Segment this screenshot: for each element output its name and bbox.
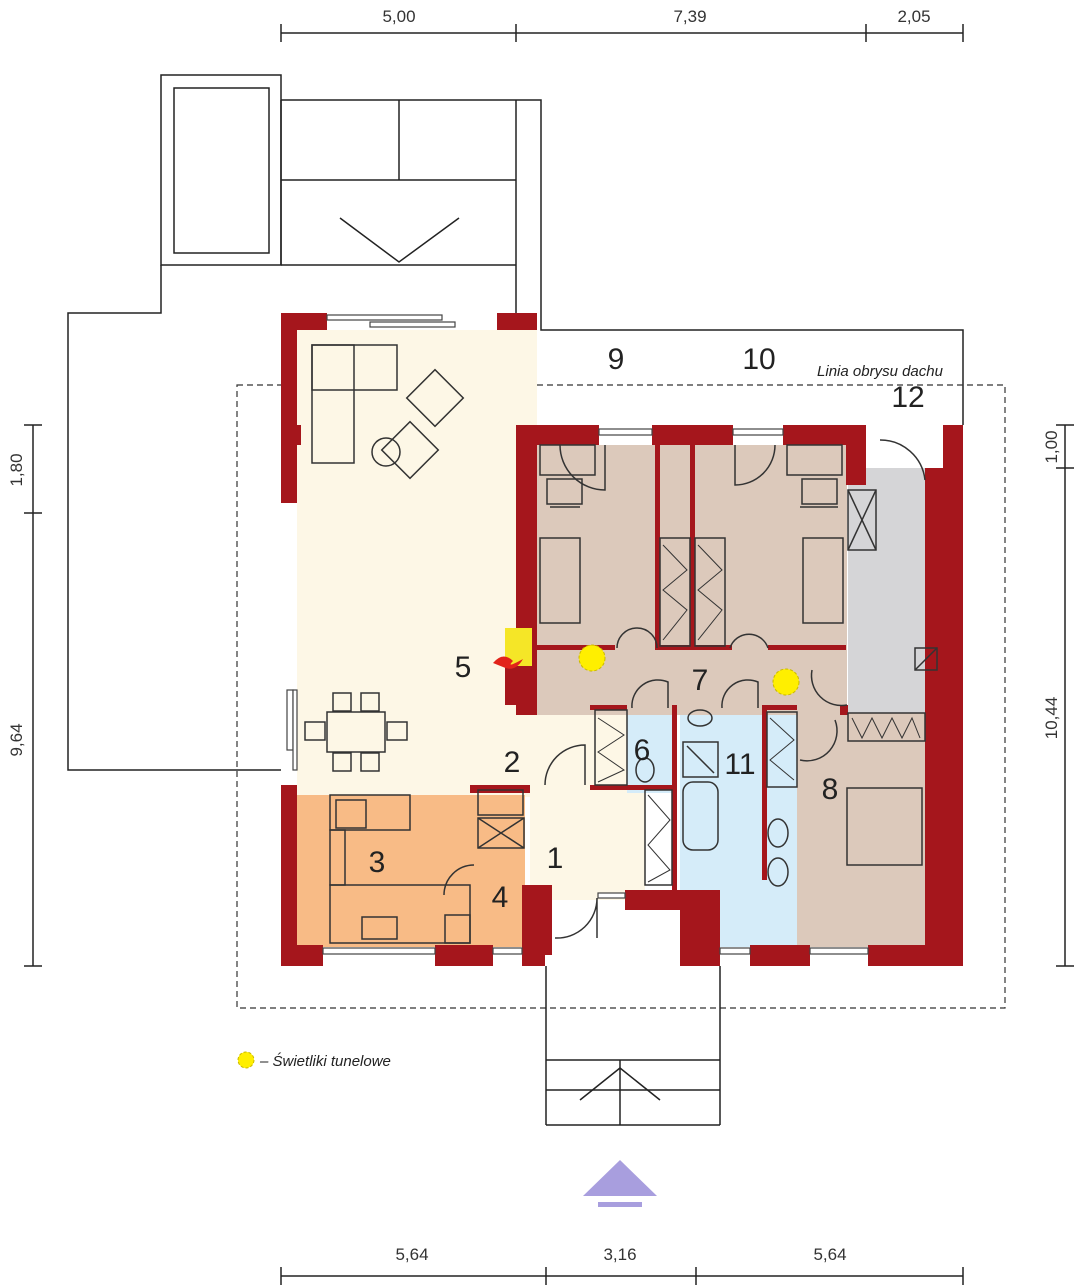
room-label-10: 10 — [742, 343, 775, 376]
bed — [539, 537, 581, 624]
room-12-fill — [848, 468, 930, 713]
room-fills — [297, 330, 930, 947]
washbasin — [767, 857, 789, 887]
legend-label: – Świetliki tunelowe — [259, 1052, 391, 1070]
room-3-4-fill — [297, 795, 525, 947]
dimension-top: 5,00 7,39 2,05 — [280, 7, 964, 42]
legend-skylight-icon — [237, 1051, 255, 1069]
toilet — [635, 757, 655, 783]
room-label-2: 2 — [504, 746, 521, 779]
dim-top-2: 7,39 — [673, 7, 706, 26]
skylight-icon — [578, 644, 606, 672]
wardrobes — [477, 537, 926, 886]
dim-left-1: 1,80 — [7, 453, 26, 486]
terrace — [67, 74, 964, 771]
sink — [361, 916, 398, 940]
double-bed — [846, 787, 923, 866]
dimension-left: 1,80 9,64 — [7, 424, 42, 967]
fire-icon — [493, 656, 523, 669]
dim-right-1: 1,00 — [1042, 430, 1061, 463]
roof-outline-label: Linia obrysu dachu — [817, 363, 944, 380]
dim-bottom-1: 5,64 — [395, 1245, 428, 1264]
room-5-fill — [297, 330, 537, 710]
room-label-7: 7 — [692, 664, 709, 697]
coffee-table — [371, 437, 401, 467]
dim-top-3: 2,05 — [897, 7, 930, 26]
washbasin — [767, 818, 789, 848]
cooktop — [335, 799, 367, 829]
dimension-bottom: 5,64 3,16 5,64 — [280, 1245, 964, 1285]
dimension-right: 1,00 10,44 — [1042, 424, 1074, 967]
room-label-4: 4 — [492, 881, 509, 914]
doors — [443, 439, 926, 939]
bed — [802, 537, 844, 624]
toilet — [687, 709, 713, 727]
fridge — [444, 914, 471, 944]
furniture — [304, 344, 938, 944]
roof-outline — [236, 384, 1006, 1009]
armchair — [380, 420, 440, 480]
room-label-5: 5 — [455, 651, 472, 684]
entrance-arrow-icon — [583, 1160, 657, 1207]
room-label-9: 9 — [608, 343, 625, 376]
room-labels: 1 2 3 4 5 6 7 8 9 10 11 12 — [369, 343, 925, 914]
room-label-11: 11 — [724, 748, 755, 781]
room-label-1: 1 — [547, 842, 564, 875]
room-2-fill — [297, 705, 642, 797]
dim-bottom-3: 5,64 — [813, 1245, 846, 1264]
room-label-12: 12 — [891, 381, 924, 414]
armchair — [405, 368, 465, 428]
room-8-fill — [797, 705, 927, 947]
room-label-8: 8 — [822, 773, 839, 806]
dining-table — [326, 711, 386, 753]
room-label-3: 3 — [369, 846, 386, 879]
entrance-stairs — [545, 966, 721, 1126]
room-label-6: 6 — [634, 734, 651, 767]
windows — [286, 314, 869, 955]
skylight-icon — [772, 668, 800, 696]
room-1-fill — [530, 785, 645, 900]
dim-top-1: 5,00 — [382, 7, 415, 26]
dim-bottom-2: 3,16 — [603, 1245, 636, 1264]
shower — [682, 741, 719, 778]
legend: – Świetliki tunelowe — [237, 1051, 391, 1070]
dim-right-2: 10,44 — [1042, 697, 1061, 740]
bathtub — [682, 781, 719, 851]
dim-left-2: 9,64 — [7, 723, 26, 756]
